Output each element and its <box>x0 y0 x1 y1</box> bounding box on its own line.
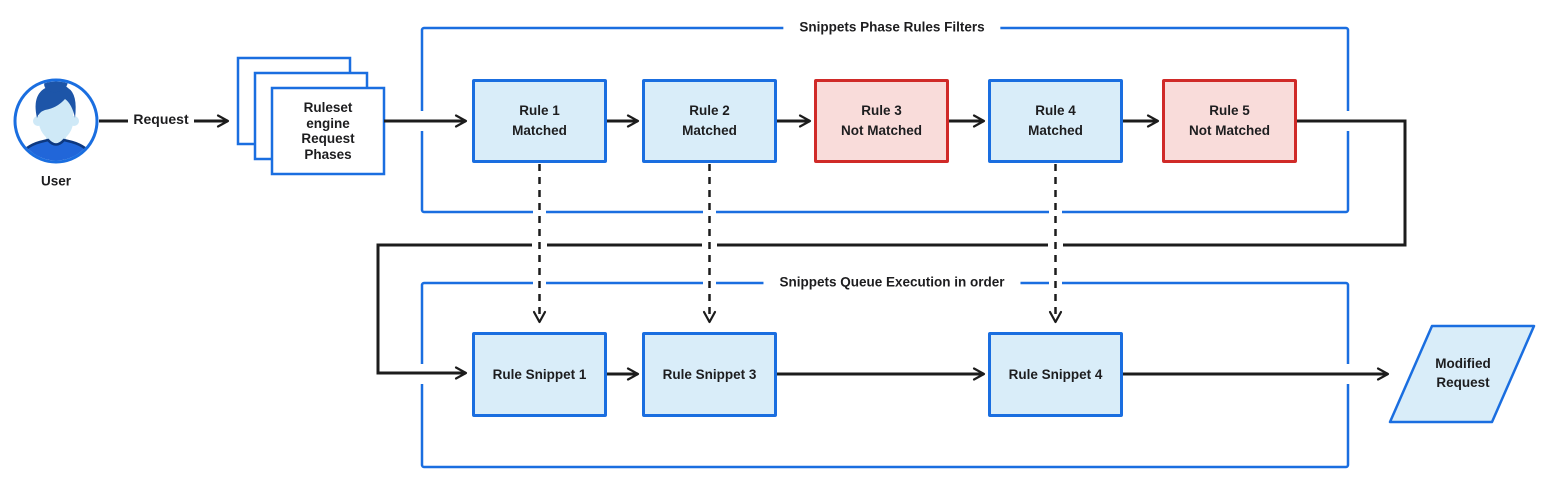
ruleset-papers-icon <box>236 56 386 176</box>
rule-3-label: Rule 3 Not Matched <box>841 103 922 138</box>
queue-container-title: Snippets Queue Execution in order <box>763 272 1021 294</box>
rule-snippet-1-box: Rule Snippet 1 <box>472 332 607 417</box>
modified-request-shape <box>1388 324 1536 424</box>
rule-2-label: Rule 2 Matched <box>682 103 737 138</box>
request-label: Request <box>133 111 189 128</box>
rule-snippet-4-label: Rule Snippet 4 <box>1008 366 1103 382</box>
user-label: User <box>40 173 72 189</box>
matched-rule-connectors <box>532 164 1063 324</box>
ruleset-papers-label: Ruleset engine Request Phases <box>301 99 355 162</box>
rule-5-box: Rule 5 Not Matched <box>1162 79 1297 163</box>
rule-snippet-3-box: Rule Snippet 3 <box>642 332 777 417</box>
modified-request-label: Modified Request <box>1435 356 1491 390</box>
rule-snippet-4-box: Rule Snippet 4 <box>988 332 1123 417</box>
rule-3-box: Rule 3 Not Matched <box>814 79 949 163</box>
flow-arrows <box>99 114 1407 381</box>
rule-4-label: Rule 4 Matched <box>1028 103 1083 138</box>
user-avatar-icon <box>13 78 99 164</box>
rule-1-box: Rule 1 Matched <box>472 79 607 163</box>
rule-4-box: Rule 4 Matched <box>988 79 1123 163</box>
rule-2-box: Rule 2 Matched <box>642 79 777 163</box>
rule-snippet-3-label: Rule Snippet 3 <box>662 366 757 382</box>
rule-snippet-1-label: Rule Snippet 1 <box>492 366 587 382</box>
rule5-to-queue-routing-arrow <box>376 119 1407 380</box>
filters-container-title: Snippets Phase Rules Filters <box>783 17 1001 39</box>
rule-1-label: Rule 1 Matched <box>512 103 567 138</box>
rule-5-label: Rule 5 Not Matched <box>1189 103 1270 138</box>
